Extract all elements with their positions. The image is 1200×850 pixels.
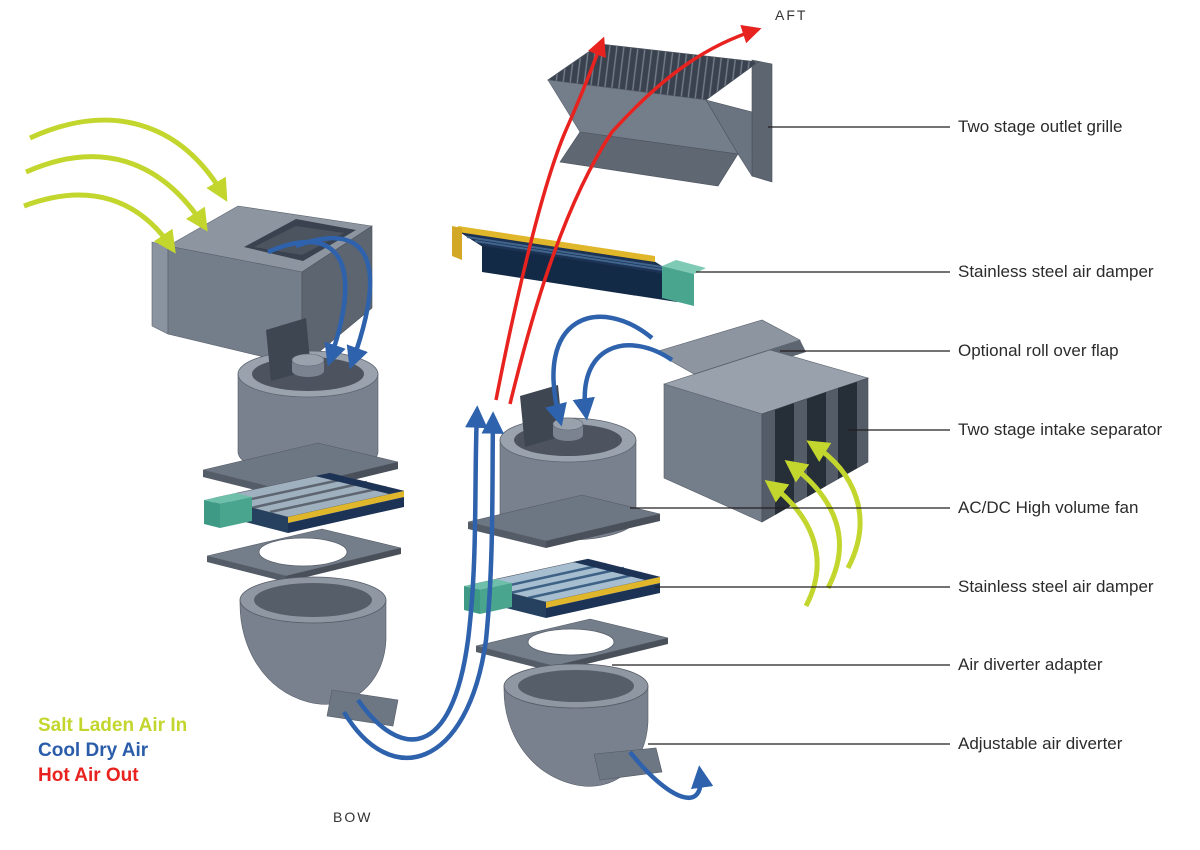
adapter-edge [476,646,554,672]
leader-lines [612,126,950,745]
legend-salt-laden-air-in: Salt Laden Air In [38,715,187,736]
fan-vane [520,385,563,447]
cool-air-arrows [267,236,714,800]
salt-air-arrow [28,117,228,202]
damper-front [546,583,660,618]
cool-air-arrow [342,411,504,761]
intake-box-flange [151,241,169,335]
cool-air-arrow [628,750,714,800]
salt-air-arrow [23,192,176,254]
cool-air-arrow [572,343,674,421]
center-air-damper [464,558,661,618]
grille-back-panel [751,59,773,183]
damper-actuator-front [204,500,220,528]
port-air-damper [204,472,405,533]
adapter-edge [207,556,286,582]
fan-hub [552,417,584,431]
adapter-edge [286,548,401,582]
outlet-grille-unit [546,43,773,187]
label-diverter-adapter: Air diverter adapter [958,655,1103,674]
damper-front [482,246,677,302]
adapter-hole [527,628,615,656]
legend-cool-dry-air: Cool Dry Air [38,740,149,761]
damper-front [288,497,404,533]
intake-separator-unit [654,319,870,523]
damper-actuator-side [662,266,694,306]
diverter-throat [518,670,634,702]
hot-air-arrow [508,24,762,405]
damper-slats [466,236,671,272]
cool-air-arrow [545,314,654,427]
port-adjustable-diverter [239,576,399,727]
diverter-throat [254,583,372,617]
cool-air-arrow [267,239,348,367]
center-diverter-adapter [475,618,669,672]
flange-edge [546,514,660,548]
damper-actuator-side [220,497,252,528]
salt-air-arrows [23,117,863,608]
separator-vanes [775,382,857,515]
damper-end-block [573,559,660,580]
center-adjustable-diverter [503,663,663,787]
salt-air-arrow [764,479,820,608]
label-adjustable-diverter: Adjustable air diverter [958,734,1123,753]
grille-side [705,99,753,178]
port-assembly [151,205,405,727]
label-high-volume-fan: AC/DC High volume fan [958,498,1138,517]
diverter-shell [239,599,387,705]
port-intake-box [151,205,373,367]
label-roll-over-flap: Optional roll over flap [958,341,1119,360]
port-diverter-adapter [206,528,402,582]
cool-air-arrow [295,236,373,370]
adapter-edge [554,638,668,672]
salt-air-arrow [24,154,208,232]
label-air-damper-mid: Stainless steel air damper [958,577,1154,596]
orientation-aft: AFT [775,7,807,23]
orientation-bow: BOW [333,809,372,825]
hot-air-arrow [494,36,606,401]
hot-air-arrows [494,24,762,405]
cool-air-arrow [356,405,488,742]
top-air-damper [452,226,706,306]
salt-air-arrow [806,440,863,570]
label-outlet-grille: Two stage outlet grille [958,117,1122,136]
damper-yellow-strip [288,491,404,523]
legend-hot-air-out: Hot Air Out [38,765,139,786]
flow-legend: Salt Laden Air In Cool Dry Air Hot Air O… [38,715,187,786]
label-intake-separator: Two stage intake separator [958,420,1162,439]
adapter-hole [258,537,348,567]
salt-air-arrow [784,459,842,590]
center-fan-flange [467,494,661,548]
damper-end-block [315,473,404,494]
damper-yellow-strip [546,577,660,608]
damper-actuator-top [662,260,706,274]
damper-actuator-top [204,493,252,504]
damper-left-cap [452,226,462,260]
damper-slats [232,476,387,514]
part-labels: Two stage outlet grille Stainless steel … [958,117,1162,753]
flange-edge [468,522,546,548]
label-air-damper-top: Stainless steel air damper [958,262,1154,281]
fan-hub [291,353,325,367]
